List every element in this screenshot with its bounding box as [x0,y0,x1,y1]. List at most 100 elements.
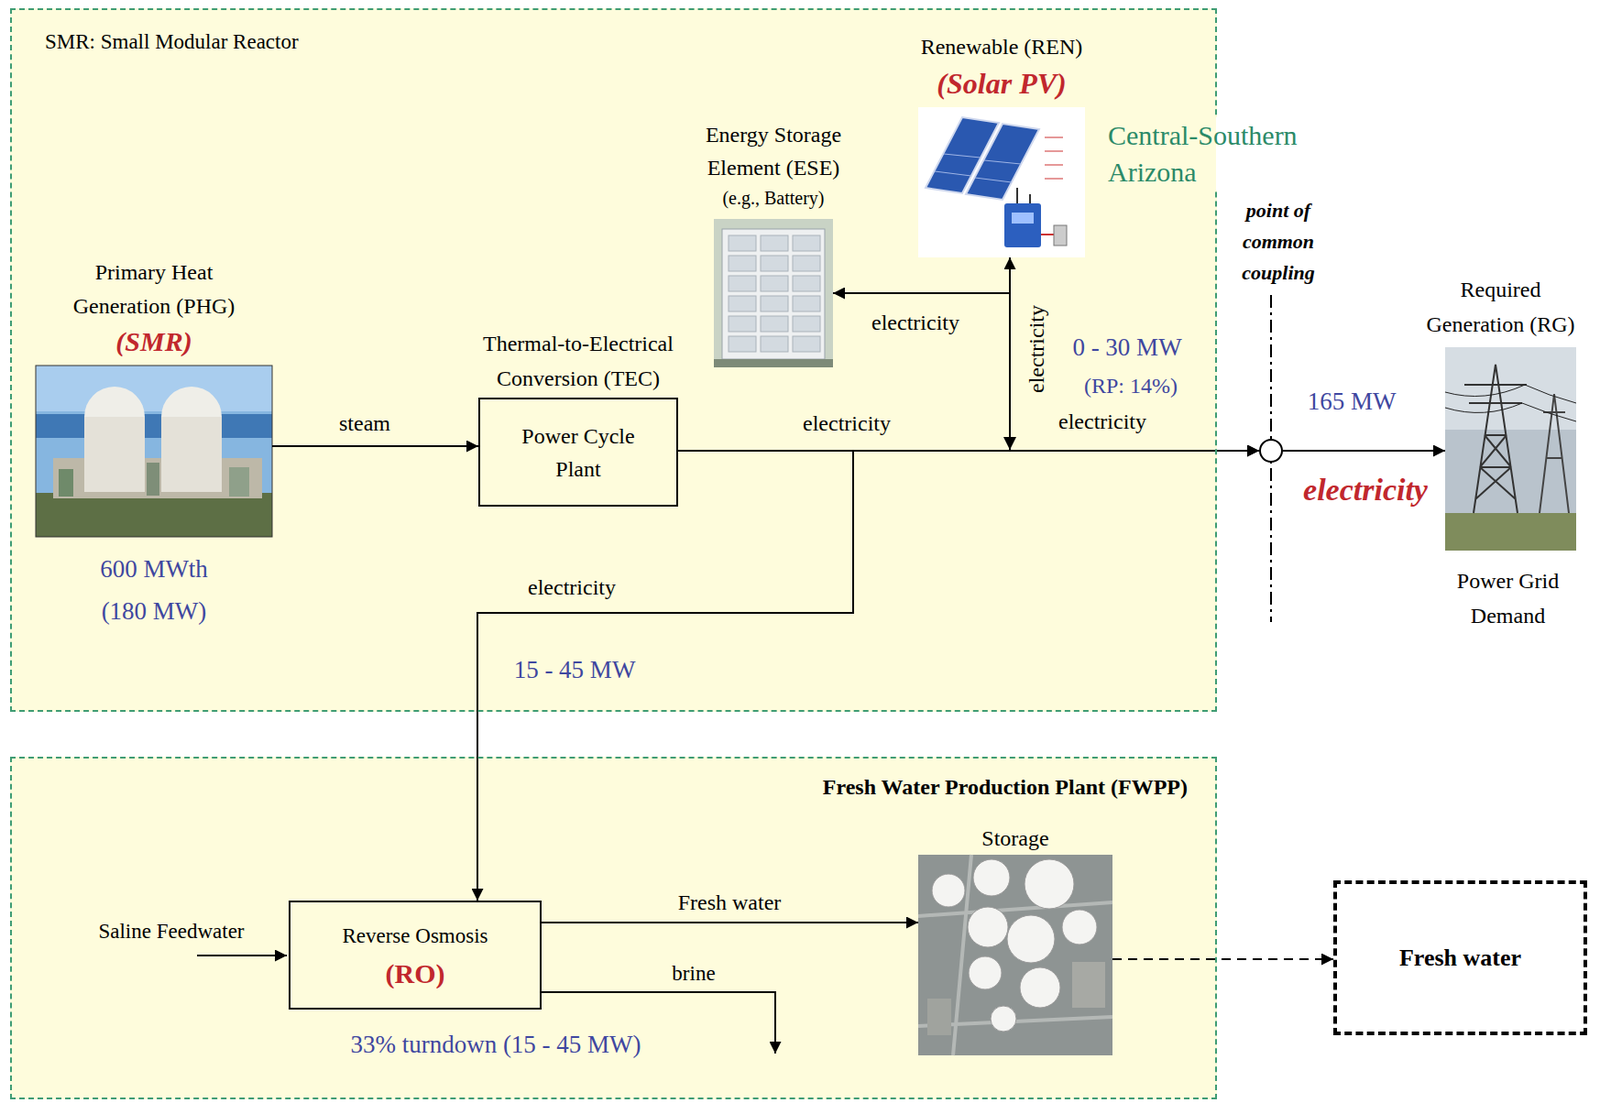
reactor-picture [35,414,273,439]
power-rating: 600 MWth [99,547,209,591]
region-name: Central-Southern Arizona [1105,117,1331,191]
storage-tank-picture [1019,967,1061,1009]
text-group: SMR: Small Modular Reactor [44,28,299,56]
reactor-picture [229,467,250,497]
flow-label: brine [668,960,718,988]
turndown-note: 33% turndown (15 - 45 MW) [347,1029,644,1062]
battery-picture [727,234,824,356]
battery-node: Energy Storage Element (ESE)(e.g., Batte… [713,219,833,368]
flow-arrow [1112,958,1334,961]
edge-label: Fresh water [675,888,785,918]
region-ground [10,8,1217,1100]
reactor-picture [35,493,273,537]
text-group: Energy Storage Element (ESE)(e.g., Batte… [681,118,866,212]
connector-group [272,257,1446,960]
storage-node: Storage [918,854,1113,1056]
grid-node: Required Generation (RG)Power Grid Deman… [1445,347,1577,551]
edge-label: electricity [1300,470,1431,511]
flow-arrow [272,445,479,448]
text-group: point of common coupling [1227,195,1330,289]
flow-arrow [477,450,854,901]
storage-tank-picture [918,854,1113,1056]
edge-label: electricity [800,409,894,439]
storage-tank-picture [973,859,1010,897]
power-line-picture [1445,347,1577,551]
output-box: Fresh water [1333,880,1588,1036]
text-group: Primary Heat Generation (PHG)(SMR) [62,255,246,361]
box-acronym: (RO) [385,954,446,994]
block-heading: Storage [981,823,1049,854]
text-group: Fresh water [1336,884,1584,1032]
reactor-picture [35,365,273,537]
flow-arrow [832,257,1010,294]
text-group: Fresh Water Production Plant (FWPP) [822,773,1188,802]
reactor-picture [146,462,160,496]
storage-tank-picture [918,854,1113,1056]
block-heading: Primary Heat Generation (PHG) [62,255,246,324]
power-line-picture [1464,364,1527,514]
block-heading: Thermal-to-Electrical Conversion (TEC) [445,326,712,396]
storage-tank-picture [1062,909,1097,945]
reactor-picture [35,365,273,537]
battery-picture [722,229,825,360]
edge-label: steam [336,409,394,439]
flow-arrow [1282,449,1446,452]
reactor-node: Primary Heat Generation (PHG)(SMR)600 MW… [35,365,273,537]
block-heading: Energy Storage Element (ESE) [681,118,866,185]
storage-tank-picture [918,854,1113,1056]
text-group: Power Grid Demand [1435,563,1582,634]
battery-picture [713,219,833,368]
power-value: 165 MW [1304,385,1400,418]
solar-picture [1041,233,1054,236]
solar-picture [918,107,1085,258]
storage-tank-picture [1024,859,1074,910]
storage-tank-picture [1007,915,1055,964]
text-group: Reverse Osmosis(RO) [290,902,540,1009]
reactor-picture [58,469,74,497]
block-example: (e.g., Battery) [681,184,866,212]
power-rating: (180 MW) [99,590,209,633]
reactor-picture [161,416,222,493]
box-text: Power Cycle Plant [509,419,647,486]
text-group: Storage [981,823,1049,854]
feedwater-arrow [197,955,287,957]
solar-picture [1004,203,1042,248]
edge-label: electricity [525,573,619,603]
solar-picture [934,153,1021,183]
block-heading: Renewable (REN) [891,30,1112,64]
solar-picture [1017,187,1031,204]
power-line-picture [1445,347,1577,551]
block-caption: Power Grid Demand [1435,563,1582,634]
flow-arrow [1009,257,1260,451]
power-line-picture [1445,513,1577,551]
solar-node: Renewable (REN)(Solar PV) [918,107,1085,258]
power-share: (RP: 14%) [1081,372,1181,401]
block-heading: Required Generation (RG) [1415,272,1586,342]
text-group: Thermal-to-Electrical Conversion (TEC) [445,326,712,396]
edge-label: electricity [868,308,963,338]
battery-picture [713,359,833,368]
solar-picture [918,107,1085,258]
note-text: SMR: Small Modular Reactor [44,28,299,56]
box-text: Reverse Osmosis [341,918,488,955]
text-group: Required Generation (RG) [1415,272,1586,342]
storage-tank-picture [927,998,952,1036]
process-box: Thermal-to-Electrical Conversion (TEC)Po… [478,397,679,507]
flow-label: electricity [1055,407,1150,437]
region-ground [10,756,1217,1100]
region-title: Fresh Water Production Plant (FWPP) [822,773,1188,802]
feedwater-arrow [197,954,287,957]
text-group: Renewable (REN)(Solar PV) [891,30,1112,104]
storage-tank-picture [990,1006,1017,1032]
power-range: 0 - 30 MW [1069,331,1184,364]
text-group: Power Cycle Plant [480,399,677,505]
flow-arrow [541,921,919,924]
solar-picture [1044,137,1064,179]
input-label: Saline Feedwater [95,918,247,946]
coupling-point: point of common coupling [1259,438,1283,463]
block-type: (Solar PV) [891,63,1112,104]
box-text: Fresh water [1399,942,1522,976]
storage-tank-picture [931,874,965,908]
text-group: 600 MWth(180 MW) [99,547,209,633]
power-line-picture [1445,384,1577,422]
